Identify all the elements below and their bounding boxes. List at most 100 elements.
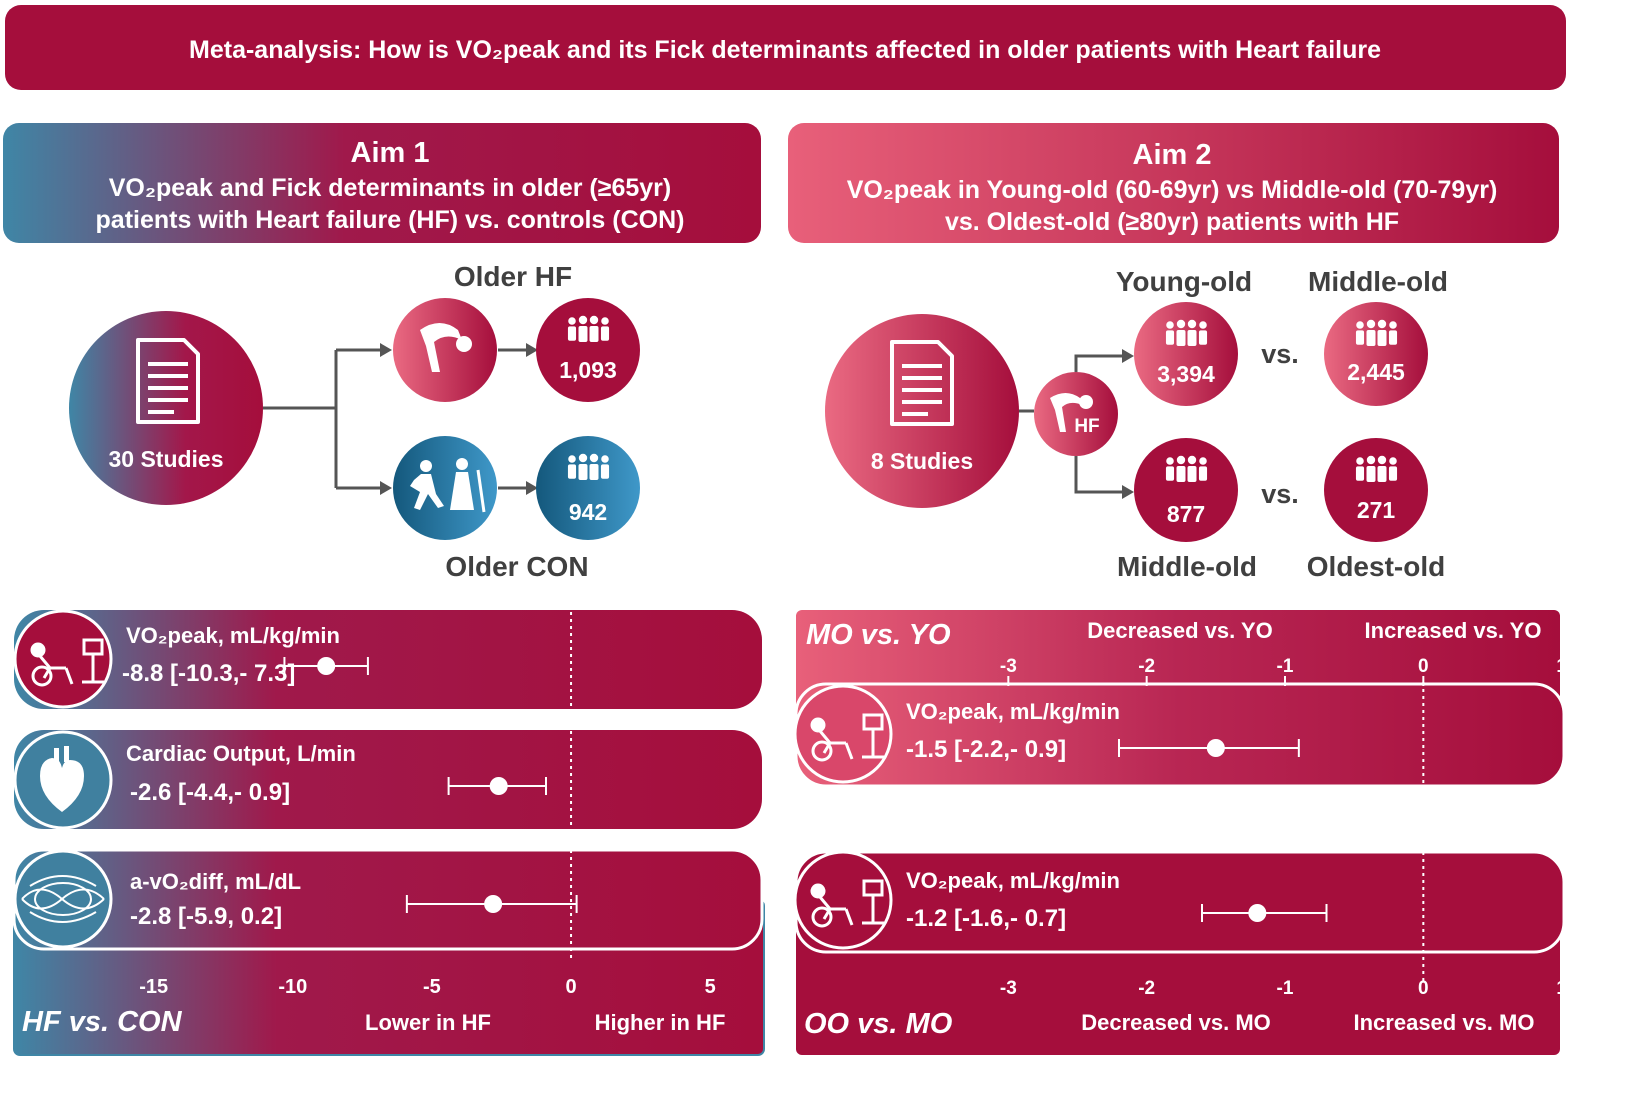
tick-label: 0	[565, 976, 576, 998]
tick-label-top: -1	[1277, 656, 1294, 677]
forest1-metric-2: Cardiac Output, L/min	[126, 741, 356, 766]
older-con-count: 942	[569, 499, 607, 525]
exercise-bike-icon	[810, 713, 884, 762]
vs-label-bottom: vs.	[1261, 479, 1299, 509]
forest1-metric-1: VO₂peak, mL/kg/min	[126, 623, 340, 648]
point-estimate	[1248, 904, 1267, 922]
forest1-row-bar-3	[12, 848, 764, 951]
point-estimate	[489, 777, 508, 795]
forest1-lower-label: Lower in HF	[365, 1010, 491, 1035]
tick-label: 5	[705, 976, 716, 998]
document-icon	[890, 340, 954, 426]
aim1-line1: VO₂peak and Fick determinants in older (…	[109, 174, 672, 202]
forest2-row-bar-2	[794, 850, 1566, 954]
forest1-row-bar-2	[14, 730, 762, 829]
forest2-icon-circle-2	[793, 850, 893, 950]
forest1-plot: -15 -10 -5 0 5	[139, 612, 716, 998]
tick-label-bottom: 0	[1418, 978, 1429, 999]
tick-label-top: 1	[1556, 656, 1567, 677]
aim2-studies-label: 8 Studies	[871, 448, 973, 474]
aim2-banner	[788, 123, 1559, 243]
forest2-metric-2: VO₂peak, mL/kg/min	[906, 868, 1120, 893]
exercise-bike-icon	[810, 879, 884, 928]
older-hf-circle	[393, 298, 497, 402]
group-middle-old-top: Middle-old	[1308, 266, 1448, 297]
exercise-bike-icon	[30, 638, 104, 687]
forest1-higher-label: Higher in HF	[595, 1010, 726, 1035]
tick-label-top: 0	[1418, 656, 1429, 677]
forest2-top-increased: Increased vs. YO	[1365, 618, 1542, 643]
people-group-icon	[567, 315, 610, 342]
aim2-studies-circle	[825, 314, 1019, 508]
people-group-icon	[567, 453, 610, 480]
forest1-point-2	[447, 777, 547, 795]
middle-old-top-circle	[1324, 302, 1428, 406]
aim1-line2: patients with Heart failure (HF) vs. con…	[96, 206, 685, 234]
group-oldest-old: Oldest-old	[1307, 551, 1445, 582]
forest1-ci-2: -2.6 [-4.4,- 0.9]	[130, 779, 290, 806]
forest1-point-1	[283, 657, 369, 675]
middle-old-bottom-circle	[1134, 438, 1238, 542]
people-group-icon	[1355, 319, 1398, 346]
group-older-con: Older CON	[445, 551, 588, 582]
point-estimate	[484, 895, 503, 913]
older-hf-count-circle	[536, 298, 640, 402]
forest2-bottom-decreased: Decreased vs. MO	[1081, 1010, 1271, 1035]
stooped-person-icon	[420, 323, 472, 372]
tick-label: -10	[278, 976, 307, 998]
people-group-icon	[1165, 455, 1208, 482]
aim2-line1: VO₂peak in Young-old (60-69yr) vs Middle…	[847, 176, 1498, 204]
middle-old-bottom-count: 877	[1167, 501, 1205, 527]
document-icon	[136, 338, 200, 424]
oldest-old-circle	[1324, 438, 1428, 542]
heart-icon	[40, 746, 84, 812]
point-estimate	[1206, 739, 1225, 757]
older-hf-count: 1,093	[559, 357, 617, 383]
point-estimate	[317, 657, 336, 675]
oldest-old-count: 271	[1357, 497, 1396, 523]
aim1-studies-circle	[69, 311, 263, 505]
aim1-studies-label: 30 Studies	[108, 446, 223, 472]
aim1-banner	[3, 123, 761, 243]
forest2-bottom-label: OO vs. MO	[804, 1008, 953, 1040]
forest2-top-decreased: Decreased vs. YO	[1087, 618, 1273, 643]
group-middle-old-bottom: Middle-old	[1117, 551, 1257, 582]
forest2-top-label: MO vs. YO	[806, 619, 951, 651]
stooped-person-icon	[1050, 393, 1093, 432]
forest2-ci-2: -1.2 [-1.6,- 0.7]	[906, 905, 1066, 932]
group-older-hf: Older HF	[454, 261, 572, 292]
people-group-icon	[1165, 319, 1208, 346]
people-icons	[567, 315, 1398, 482]
forest2-ci-1: -1.5 [-2.2,- 0.9]	[906, 736, 1066, 763]
forest1-row-bar-1	[14, 610, 762, 709]
forest2-metric-1: VO₂peak, mL/kg/min	[906, 699, 1120, 724]
forest1-point-3	[405, 895, 578, 913]
title-banner	[5, 5, 1566, 90]
older-con-count-circle	[536, 436, 640, 540]
forest1-ci-3: -2.8 [-5.9, 0.2]	[130, 903, 282, 930]
aim2-hf-label: HF	[1074, 416, 1099, 437]
older-con-circle	[393, 436, 497, 540]
forest1-metric-3: a-vO₂diff, mL/dL	[130, 869, 301, 894]
vs-label-top: vs.	[1261, 339, 1299, 369]
people-group-icon	[1355, 455, 1398, 482]
tick-label-bottom: -2	[1138, 978, 1155, 999]
tick-label-top: -3	[1000, 656, 1017, 677]
forest1-comparison-label: HF vs. CON	[22, 1006, 183, 1038]
tick-label: -5	[423, 976, 441, 998]
dancing-couple-icon	[410, 458, 486, 513]
forest1-ci-1: -8.8 [-10.3,- 7.3]	[122, 660, 295, 687]
aim2-arrowheads	[1122, 349, 1134, 499]
aim1-connectors	[263, 348, 528, 490]
page-title: Meta-analysis: How is VO₂peak and its Fi…	[189, 36, 1381, 64]
forest1-icon-circle-1	[13, 609, 113, 709]
young-old-count: 3,394	[1157, 361, 1215, 387]
tick-label-bottom: -1	[1277, 978, 1294, 999]
tick-label-bottom: -3	[1000, 978, 1017, 999]
capillary-icon	[21, 875, 105, 923]
tick-label: -15	[139, 976, 168, 998]
tick-label-bottom: 1	[1556, 978, 1567, 999]
aim2-heading: Aim 2	[1133, 139, 1212, 171]
